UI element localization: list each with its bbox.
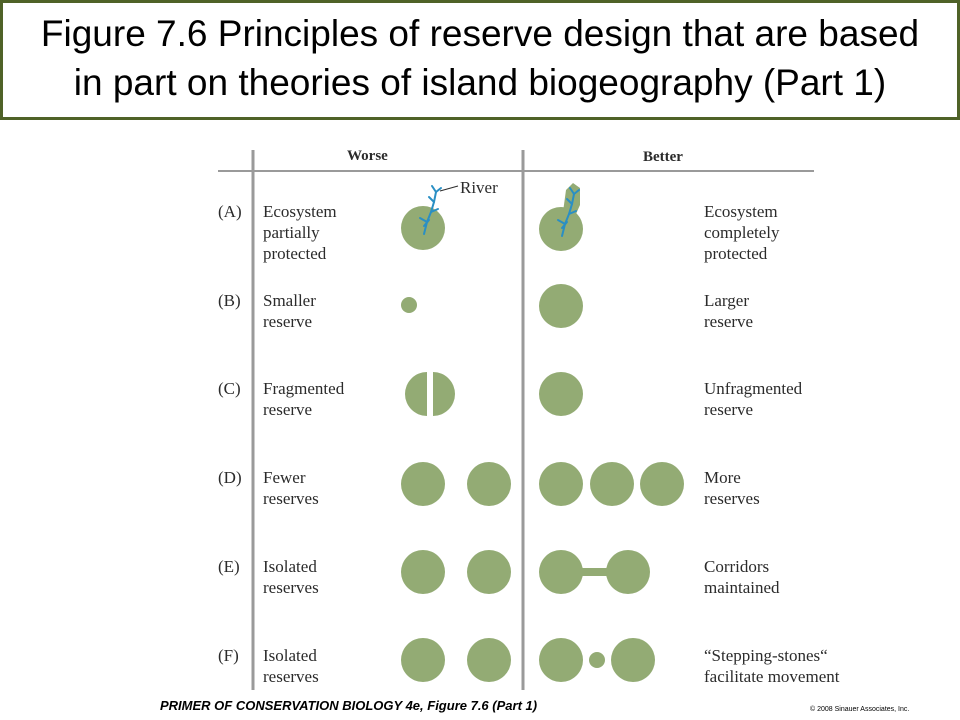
better-label-b-line-2: reserve: [704, 312, 754, 331]
title-line-2: in part on theories of island biogeograp…: [73, 62, 887, 103]
worse-label-e: Isolated reserves: [263, 556, 319, 598]
worse-label-d: Fewer reserves: [263, 467, 319, 509]
row-letter-f: (F): [218, 646, 239, 665]
reserve-fewer-1: [401, 462, 445, 506]
reserve-isolated-f-2: [467, 638, 511, 682]
better-label-f: “Stepping-stones“ facilitate movement: [704, 645, 839, 687]
reserve-complete-a: [539, 207, 583, 251]
reserve-more-2: [590, 462, 634, 506]
better-header: Better: [643, 149, 683, 165]
better-label-f-line-1: “Stepping-stones“: [704, 646, 828, 665]
reserve-stepping-1: [539, 638, 583, 682]
better-label-a-line-3: protected: [704, 244, 768, 263]
reserve-fragment-left: [405, 372, 427, 416]
reserve-smaller: [401, 297, 417, 313]
row-letter-e: (E): [218, 557, 240, 576]
better-label-a-line-1: Ecosystem: [704, 202, 778, 221]
better-label-a-line-2: completely: [704, 223, 780, 242]
reserve-corridor-2: [606, 550, 650, 594]
better-label-e-line-1: Corridors: [704, 557, 770, 576]
page-title: Figure 7.6 Principles of reserve design …: [41, 9, 919, 107]
worse-header: Worse: [347, 148, 388, 164]
river-icon-worse: [419, 185, 442, 235]
reserve-isolated-e-1: [401, 550, 445, 594]
better-label-c-line-1: Unfragmented: [704, 379, 803, 398]
better-label-d: More reserves: [704, 467, 760, 509]
better-label-d-line-1: More: [704, 468, 741, 487]
reserve-fewer-2: [467, 462, 511, 506]
title-box: Figure 7.6 Principles of reserve design …: [0, 0, 960, 120]
worse-label-f-line-2: reserves: [263, 667, 319, 686]
river-label: River: [460, 178, 498, 197]
row-letter-b: (B): [218, 291, 241, 310]
figure-caption: PRIMER OF CONSERVATION BIOLOGY 4e, Figur…: [160, 698, 538, 713]
corridor: [580, 568, 612, 576]
reserve-unfragmented: [539, 372, 583, 416]
worse-label-b-line-2: reserve: [263, 312, 313, 331]
worse-label-a: Ecosystem partially protected: [263, 201, 337, 264]
river-icon-better: [557, 187, 580, 237]
worse-label-b-line-1: Smaller: [263, 291, 316, 310]
better-label-b: Larger reserve: [704, 290, 753, 332]
worse-label-f-line-1: Isolated: [263, 646, 317, 665]
worse-label-f: Isolated reserves: [263, 645, 319, 687]
river-pointer: [439, 185, 459, 192]
worse-label-d-line-2: reserves: [263, 489, 319, 508]
row-letter-a: (A): [218, 202, 242, 221]
worse-label-a-line-1: Ecosystem: [263, 202, 337, 221]
row-letter-d: (D): [218, 468, 242, 487]
better-label-e: Corridors maintained: [704, 556, 780, 598]
reserve-more-3: [640, 462, 684, 506]
worse-label-a-line-3: protected: [263, 244, 327, 263]
worse-label-c-line-2: reserve: [263, 400, 313, 419]
reserve-fragment-right: [433, 372, 455, 416]
reserve-more-1: [539, 462, 583, 506]
better-label-a: Ecosystem completely protected: [704, 201, 780, 264]
worse-label-c: Fragmented reserve: [263, 378, 344, 420]
better-label-b-line-1: Larger: [704, 291, 749, 310]
copyright-notice: © 2008 Sinauer Associates, Inc.: [810, 706, 910, 713]
reserve-corridor-1: [539, 550, 583, 594]
worse-label-c-line-1: Fragmented: [263, 379, 345, 398]
reserve-isolated-f-1: [401, 638, 445, 682]
reserve-larger: [539, 284, 583, 328]
worse-label-d-line-1: Fewer: [263, 468, 306, 487]
worse-label-e-line-2: reserves: [263, 578, 319, 597]
title-line-1: Figure 7.6 Principles of reserve design …: [40, 13, 920, 54]
better-label-e-line-2: maintained: [704, 578, 780, 597]
better-label-d-line-2: reserves: [704, 489, 760, 508]
worse-label-e-line-1: Isolated: [263, 557, 317, 576]
worse-label-b: Smaller reserve: [263, 290, 316, 332]
worse-label-a-line-2: partially: [263, 223, 320, 242]
reserve-river-extension: [563, 183, 580, 214]
reserve-partial-a: [401, 206, 445, 250]
row-letter-c: (C): [218, 379, 241, 398]
better-label-c: Unfragmented reserve: [704, 378, 802, 420]
reserve-isolated-e-2: [467, 550, 511, 594]
better-label-c-line-2: reserve: [704, 400, 754, 419]
stepping-stone: [589, 652, 605, 668]
reserve-stepping-2: [611, 638, 655, 682]
better-label-f-line-2: facilitate movement: [704, 667, 840, 686]
